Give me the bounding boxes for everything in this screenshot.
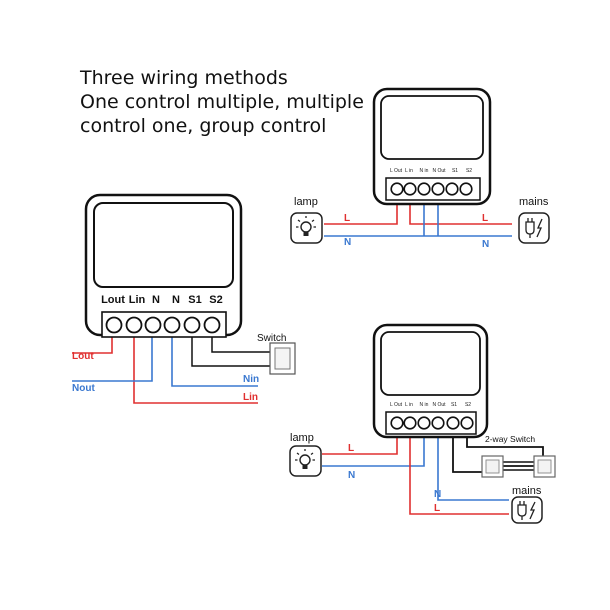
left-terminal-screw bbox=[163, 316, 181, 334]
tr-terminal-screws bbox=[390, 182, 473, 196]
tr-terminal-screw bbox=[390, 182, 404, 196]
left-terminal-screw bbox=[105, 316, 123, 334]
br-terminal-screw bbox=[417, 416, 431, 430]
br-terminal-label: L Out bbox=[390, 402, 403, 408]
wire-label-lout: Lout bbox=[72, 351, 94, 362]
tr-terminal-screw bbox=[445, 182, 459, 196]
tr-terminal-screw bbox=[459, 182, 473, 196]
heading: Three wiring methods One control multipl… bbox=[80, 66, 364, 138]
br-wire-label-n-lamp: N bbox=[348, 470, 355, 481]
br-terminal-label: S2 bbox=[465, 402, 471, 408]
left-terminal-labels: Lout Lin N N S1 S2 bbox=[101, 294, 223, 306]
tr-wire-label-l-left: L bbox=[344, 213, 350, 224]
wire-left-nout bbox=[72, 325, 153, 382]
left-switch-icon bbox=[269, 342, 296, 375]
heading-line-1: Three wiring methods bbox=[80, 67, 288, 89]
br-terminal-screw bbox=[403, 416, 417, 430]
wire-left-nin bbox=[171, 325, 258, 387]
wire-br-switch-link bbox=[500, 461, 536, 471]
br-two-way-switch-icon bbox=[481, 455, 504, 478]
tr-terminal-label: N in bbox=[420, 168, 429, 174]
left-terminal-screw bbox=[183, 316, 201, 334]
wire-br-mains-l bbox=[409, 424, 509, 515]
tr-device-window bbox=[380, 95, 484, 160]
tr-terminal-label: N Out bbox=[432, 168, 446, 174]
tr-mains-label: mains bbox=[519, 196, 549, 208]
tr-lamp-icon bbox=[290, 212, 323, 244]
br-two-way-switch-icon bbox=[533, 455, 556, 478]
br-mains-label: mains bbox=[512, 485, 542, 497]
tr-terminal-label: L Out bbox=[390, 168, 403, 174]
left-terminal-label: S1 bbox=[188, 294, 201, 306]
wire-left-lin bbox=[133, 325, 258, 404]
br-terminal-labels: L Out L in N in N Out S1 S2 bbox=[390, 402, 471, 408]
br-wire-label-l-lamp: L bbox=[348, 443, 354, 454]
left-terminal-screw bbox=[203, 316, 221, 334]
left-terminal-screw bbox=[144, 316, 162, 334]
diagram-bottom-right: L Out L in N in N Out S1 S2 2-way Switch… bbox=[289, 323, 556, 524]
br-terminal-label: S1 bbox=[451, 402, 457, 408]
wire-br-mains-n bbox=[437, 424, 509, 501]
left-terminal-label: N bbox=[172, 294, 180, 306]
tr-wire-label-n-right: N bbox=[482, 239, 489, 250]
heading-line-3: control one, group control bbox=[80, 115, 327, 137]
tr-terminal-screw bbox=[431, 182, 445, 196]
tr-terminal-labels: L Out L in N in N Out S1 S2 bbox=[390, 168, 472, 174]
tr-wire-label-n-left: N bbox=[344, 237, 351, 248]
tr-terminal-screw bbox=[417, 182, 431, 196]
left-switch-label: Switch bbox=[257, 333, 286, 344]
left-device-window bbox=[93, 202, 234, 288]
wire-left-s1 bbox=[191, 325, 270, 367]
tr-terminal-screw bbox=[403, 182, 417, 196]
wire-label-nout: Nout bbox=[72, 383, 95, 394]
br-terminal-label: N in bbox=[420, 402, 429, 408]
br-terminal-screws bbox=[390, 416, 474, 430]
tr-terminal-label: S2 bbox=[466, 168, 472, 174]
diagram-top-right: L Out L in N in N Out S1 S2 lamp mains bbox=[290, 87, 550, 250]
br-terminal-label: N Out bbox=[432, 402, 446, 408]
left-terminal-label: Lout bbox=[101, 294, 125, 306]
br-wire-label-l-mains: L bbox=[434, 503, 440, 514]
left-terminal-label: S2 bbox=[209, 294, 222, 306]
br-plug-icon bbox=[511, 496, 543, 524]
heading-line-2: One control multiple, multiple bbox=[80, 91, 364, 113]
br-terminal-screw bbox=[431, 416, 445, 430]
br-switch-label: 2-way Switch bbox=[485, 434, 535, 444]
br-terminal-label: L in bbox=[405, 402, 413, 408]
br-lamp-label: lamp bbox=[290, 432, 314, 444]
br-device-window bbox=[380, 331, 481, 396]
tr-plug-icon bbox=[518, 212, 550, 244]
diagram-left: Lout Lin N N S1 S2 Switch Lout Nout Nin … bbox=[72, 193, 296, 404]
left-terminal-screws bbox=[105, 316, 221, 334]
tr-terminal-label: L in bbox=[405, 168, 413, 174]
br-terminal-screw bbox=[390, 416, 404, 430]
br-terminal-screw bbox=[446, 416, 460, 430]
left-terminal-screw bbox=[125, 316, 143, 334]
left-terminal-label: Lin bbox=[129, 294, 146, 306]
tr-terminal-label: S1 bbox=[452, 168, 458, 174]
left-terminal-label: N bbox=[152, 294, 160, 306]
wire-label-lin: Lin bbox=[243, 392, 258, 403]
wire-label-nin: Nin bbox=[243, 374, 259, 385]
tr-wire-label-l-right: L bbox=[482, 213, 488, 224]
br-terminal-screw bbox=[460, 416, 474, 430]
tr-lamp-label: lamp bbox=[294, 196, 318, 208]
br-lamp-icon bbox=[289, 445, 322, 477]
br-wire-label-n-mains: N bbox=[434, 489, 441, 500]
